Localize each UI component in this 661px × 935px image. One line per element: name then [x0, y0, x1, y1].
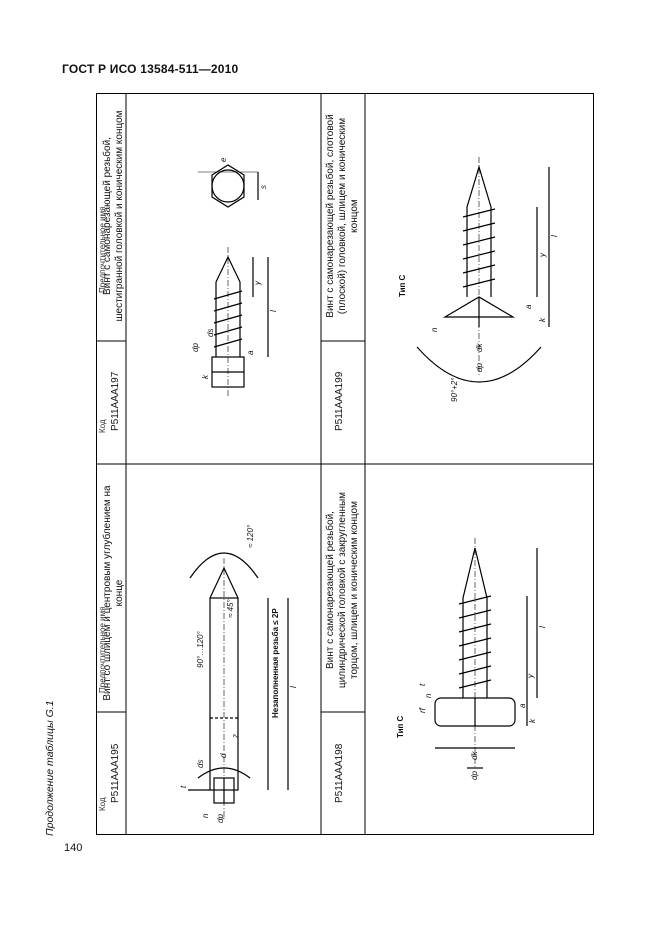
label-a: a: [524, 304, 533, 309]
label-l: l: [289, 686, 298, 688]
entry-name: Винт с самонарезающей резьбой, шестигран…: [102, 110, 125, 322]
entry-name: Винт с самонарезающей резьбой, цилиндрич…: [325, 491, 360, 689]
label-dp: dp: [475, 363, 484, 372]
label-l: l: [269, 310, 278, 312]
label-dk: dk: [475, 343, 484, 352]
data-table: Код Предпочтительное имя P511AAA195 Винт…: [96, 93, 594, 835]
col-code-header: Код: [98, 419, 107, 433]
label-l: l: [538, 626, 547, 628]
label-a: a: [518, 703, 527, 708]
entry-code: P511AAA199: [334, 371, 345, 431]
page-number: 140: [64, 842, 83, 854]
drawing-cheese-head-screw: Тип С y l a k dk dp rf n t: [396, 538, 547, 780]
label-dp: dp: [216, 814, 225, 823]
drawing-screw-center-recess: ≈ 120° ≈ 45° 90°…120° Незаполненная резь…: [179, 524, 298, 823]
label-dp: dp: [191, 343, 200, 352]
label-k: k: [201, 374, 210, 379]
col-code-header: Код: [98, 797, 107, 811]
label-l: l: [550, 235, 559, 237]
label-s: s: [259, 185, 268, 189]
label-type-c: Тип С: [398, 274, 407, 297]
label-dp: dp: [470, 771, 479, 780]
drawing-countersunk-screw: Тип С 90°+2° dk dp y l a k n: [398, 157, 559, 402]
label-n: n: [424, 693, 433, 698]
label-angle-45: ≈ 45°: [226, 598, 235, 618]
entry-code: P511AAA198: [334, 743, 345, 803]
table-caption: Продолжение таблицы G.1: [44, 700, 56, 836]
entry-code: P511AAA197: [110, 371, 121, 431]
label-dk: dk: [470, 751, 479, 760]
label-thread-note: Незаполненная резьба ≤ 2P: [271, 608, 280, 718]
entry-name: Винт с самонарезающей резьбой, слотовой …: [325, 114, 360, 318]
label-t: t: [179, 785, 188, 788]
label-z: z: [231, 734, 240, 739]
label-y: y: [526, 673, 535, 679]
entry-code: P511AAA195: [110, 743, 121, 803]
document-title: ГОСТ Р ИСО 13584-511—2010: [62, 62, 239, 76]
label-ds: ds: [196, 760, 205, 768]
label-type-c: Тип С: [396, 715, 405, 738]
label-angle-90: 90°+2°: [450, 377, 459, 402]
label-k: k: [528, 718, 537, 723]
label-n: n: [201, 813, 210, 818]
label-angle-120: ≈ 120°: [246, 524, 255, 548]
label-k: k: [538, 317, 547, 322]
label-e: e: [219, 157, 228, 162]
label-ds: ds: [206, 329, 215, 337]
table-grid: [96, 93, 594, 835]
label-a: a: [246, 350, 255, 355]
entry-name: Винт со шлицем и центровым углублением н…: [102, 485, 125, 701]
label-y: y: [538, 252, 547, 258]
label-rf: rf: [418, 707, 427, 713]
label-d: d: [219, 753, 228, 758]
label-t: t: [418, 683, 427, 686]
drawing-hex-screw: e s y l a k dp ds: [191, 157, 278, 397]
label-angle-90-120: 90°…120°: [196, 631, 205, 668]
label-n: n: [430, 327, 439, 332]
label-y: y: [253, 280, 262, 286]
